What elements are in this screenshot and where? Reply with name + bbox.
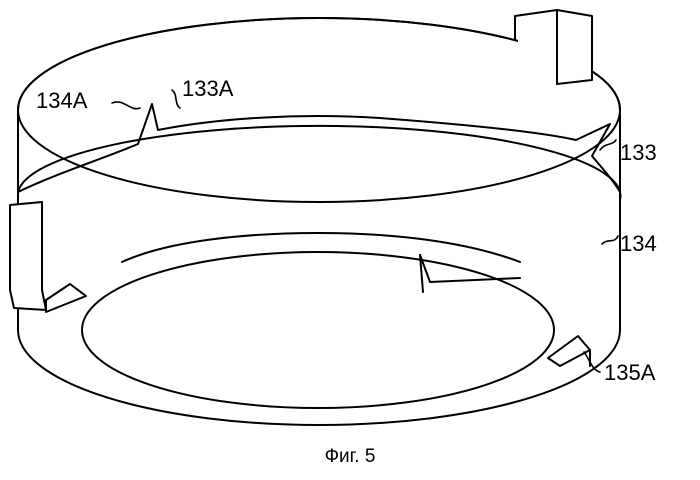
label-133: 133	[620, 140, 657, 165]
label-133a: 133A	[182, 76, 234, 101]
label-134: 134	[620, 231, 657, 256]
figure-caption: Фиг. 5	[0, 446, 700, 468]
label-134a: 134A	[36, 88, 88, 113]
label-135a: 135A	[604, 360, 656, 385]
